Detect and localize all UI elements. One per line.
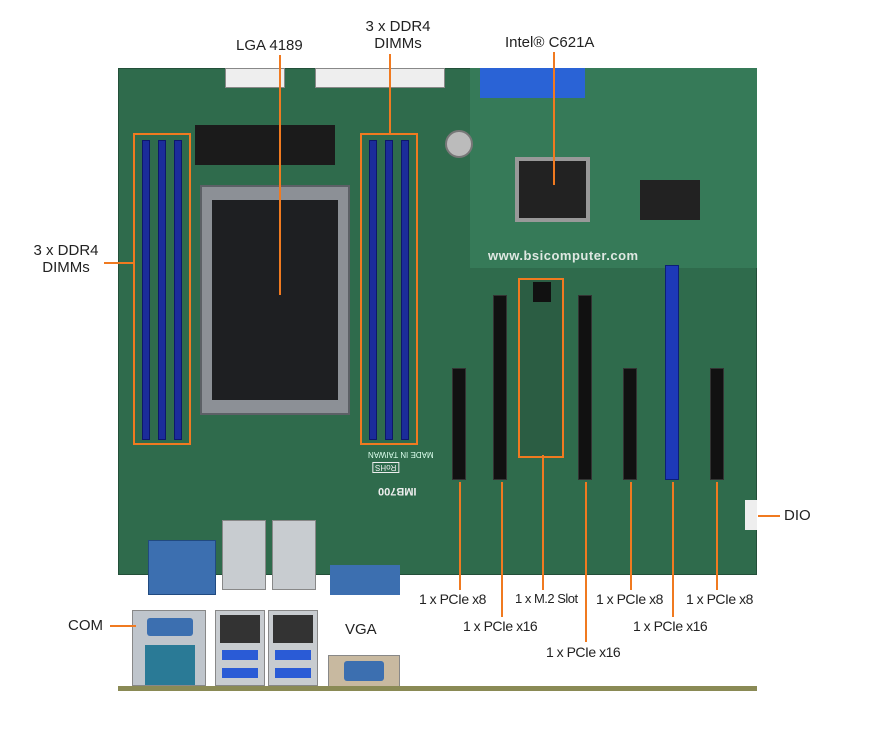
label-line: DIMMs <box>42 259 90 276</box>
callout-line <box>110 625 136 627</box>
lan-usb-stack <box>272 520 316 590</box>
pcie-x8-slot <box>623 368 637 480</box>
com-port-board <box>148 540 216 595</box>
pcie-x16-slot-blue <box>665 265 679 480</box>
io-shield-base <box>118 686 757 691</box>
label-pcie-x8-1: 1 x PCIe x8 <box>419 591 486 607</box>
label-cpu-socket: LGA 4189 <box>236 37 303 54</box>
callout-line <box>389 54 391 134</box>
label-chipset: Intel® C621A <box>505 34 595 51</box>
label-pcie-x16-2: 1 x PCIe x16 <box>546 644 621 660</box>
label-m2-slot: 1 x M.2 Slot <box>515 591 578 606</box>
callout-line <box>672 482 674 617</box>
dio-header <box>745 500 757 530</box>
label-pcie-x8-3: 1 x PCIe x8 <box>686 591 753 607</box>
power-connector <box>225 68 285 88</box>
chipset <box>515 157 590 222</box>
sata-ports <box>480 68 585 98</box>
dimm-slot <box>385 140 393 440</box>
label-dimms-right: 3 x DDR4 DIMMs <box>360 18 436 52</box>
callout-line <box>501 482 503 617</box>
callout-line <box>459 482 461 590</box>
db9-connector <box>147 618 193 636</box>
usb-port <box>275 650 311 660</box>
cpu-socket-inner <box>212 200 338 400</box>
usb-port <box>275 668 311 678</box>
label-com: COM <box>68 617 103 634</box>
label-pcie-x16-1: 1 x PCIe x16 <box>463 618 538 634</box>
callout-line <box>542 455 544 590</box>
dimm-slot <box>158 140 166 440</box>
atx-power-connector <box>315 68 445 88</box>
cmos-battery <box>445 130 473 158</box>
dimm-slot <box>142 140 150 440</box>
pcie-x8-slot <box>710 368 724 480</box>
callout-line <box>104 262 133 264</box>
label-pcie-x16-3: 1 x PCIe x16 <box>633 618 708 634</box>
callout-line <box>758 515 780 517</box>
dimms-left-highlight <box>133 133 191 445</box>
label-line: 3 x DDR4 <box>365 18 431 35</box>
board-model: IMB700 <box>378 485 417 497</box>
label-line: 3 x DDR4 <box>33 242 99 259</box>
board-made-in: MADE IN TAIWAN <box>368 450 434 459</box>
label-line: DIMMs <box>374 35 422 52</box>
callout-line <box>553 52 555 185</box>
dimm-slot <box>401 140 409 440</box>
pcie-x8-slot <box>452 368 466 480</box>
dimms-right-highlight <box>360 133 418 445</box>
motherboard-upper-right <box>470 68 757 268</box>
m2-connector <box>533 282 551 302</box>
label-pcie-x8-2: 1 x PCIe x8 <box>596 591 663 607</box>
db15-connector <box>344 661 384 681</box>
usb-port <box>222 650 258 660</box>
vrm-heatsink <box>195 125 335 165</box>
label-dimms-left: 3 x DDR4 DIMMs <box>28 242 104 276</box>
callout-line <box>279 55 281 295</box>
bmc-chip <box>640 180 700 220</box>
pcie-x16-slot <box>578 295 592 480</box>
vga-port-board <box>330 565 400 595</box>
pcie-x16-slot <box>493 295 507 480</box>
lan-usb-stack <box>222 520 266 590</box>
label-vga: VGA <box>345 621 377 638</box>
rj45-port <box>220 615 260 643</box>
callout-line <box>716 482 718 590</box>
label-dio: DIO <box>784 507 811 524</box>
board-rohs: RoHS <box>372 462 400 473</box>
usb-port <box>222 668 258 678</box>
callout-line <box>630 482 632 590</box>
watermark: www.bsicomputer.com <box>488 248 639 263</box>
ps2-port <box>145 645 195 685</box>
callout-line <box>585 482 587 642</box>
dimm-slot <box>369 140 377 440</box>
m2-slot-highlight <box>518 278 564 458</box>
rj45-port <box>273 615 313 643</box>
dimm-slot <box>174 140 182 440</box>
